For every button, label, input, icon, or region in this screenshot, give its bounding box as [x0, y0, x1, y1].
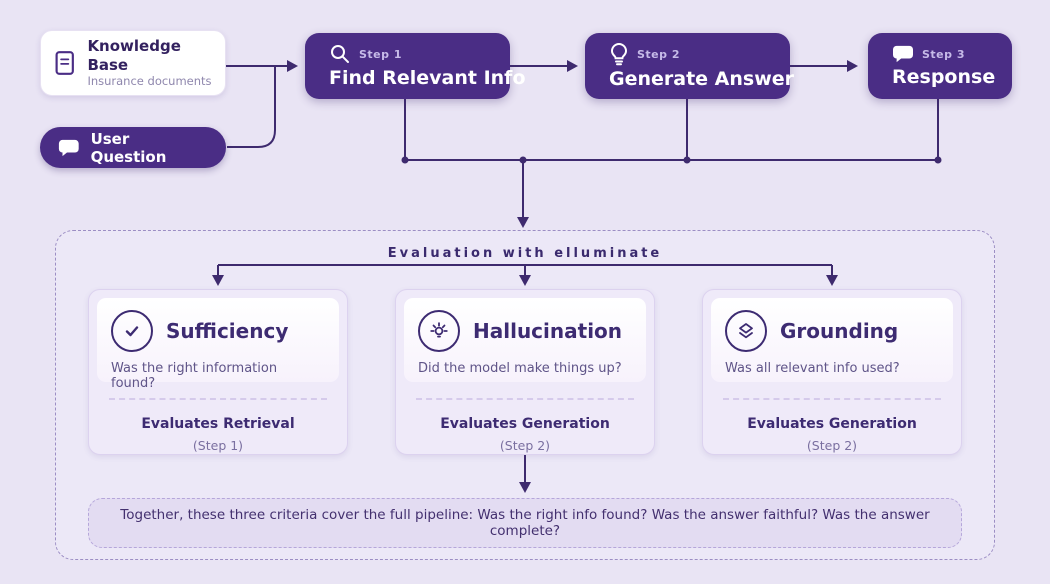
arrow-userquestion-merge — [227, 67, 276, 148]
knowledge-base-title: Knowledge Base — [87, 36, 181, 74]
step2-title: Generate Answer — [609, 68, 795, 90]
arrowhead-step3 — [847, 60, 858, 72]
dashed-divider — [109, 398, 327, 400]
grounding-title: Grounding — [780, 319, 899, 343]
knowledge-base-card: Knowledge Base Insurance documents — [40, 30, 226, 96]
hallucination-step-ref: (Step 2) — [499, 438, 551, 453]
dashed-divider — [723, 398, 941, 400]
magnifier-icon — [331, 45, 349, 63]
hallucination-card: Hallucination Did the model make things … — [395, 289, 655, 455]
knowledge-base-subtitle: Insurance documents — [87, 74, 212, 89]
step2-label: Step 2 — [637, 47, 680, 61]
sufficiency-question: Was the right information found? — [111, 361, 278, 391]
grounding-evaluates: Evaluates Generation — [747, 416, 917, 432]
hallucination-evaluates: Evaluates Generation — [440, 416, 610, 432]
grounding-question: Was all relevant info used? — [725, 361, 900, 376]
step3-box: Step 3 Response — [868, 33, 1012, 99]
summary-box: Together, these three criteria cover the… — [88, 498, 962, 548]
step1-label: Step 1 — [359, 47, 402, 61]
arrowhead-step2 — [567, 60, 578, 72]
step3-title: Response — [892, 66, 996, 88]
step1-box: Step 1 Find Relevant Info — [305, 33, 526, 99]
check-circle-icon — [111, 310, 153, 352]
speech-bubble-icon — [58, 139, 79, 156]
knowledge-base-text: Knowledge Base Insurance documents — [87, 37, 213, 89]
step1-title: Find Relevant Info — [329, 67, 526, 89]
junction-dot — [934, 156, 942, 164]
grounding-step-ref: (Step 2) — [806, 438, 858, 453]
idea-burst-circle-icon — [418, 310, 460, 352]
hallucination-title: Hallucination — [473, 319, 623, 343]
sufficiency-title: Sufficiency — [166, 319, 289, 343]
arrowhead-evaluation — [517, 217, 529, 228]
junction-dot — [683, 156, 691, 164]
arrowhead-step1 — [287, 60, 298, 72]
summary-text: Together, these three criteria cover the… — [120, 507, 930, 539]
sufficiency-evaluates: Evaluates Retrieval — [141, 416, 295, 432]
sufficiency-card: Sufficiency Was the right information fo… — [88, 289, 348, 455]
grounding-card: Grounding Was all relevant info used? Ev… — [702, 289, 962, 455]
hallucination-question: Did the model make things up? — [418, 361, 622, 376]
evaluation-title: Evaluation with elluminate — [387, 246, 663, 261]
step2-box: Step 2 Generate Answer — [585, 33, 795, 99]
lightbulb-icon — [610, 42, 628, 66]
junction-dot — [519, 156, 527, 164]
user-question-label: User Question — [90, 129, 167, 166]
document-icon — [55, 51, 74, 75]
junction-dot — [401, 156, 409, 164]
user-question-pill: User Question — [40, 127, 226, 168]
speech-bubble-icon — [893, 45, 913, 63]
dashed-divider — [416, 398, 634, 400]
layers-circle-icon — [725, 310, 767, 352]
sufficiency-step-ref: (Step 1) — [192, 438, 244, 453]
step3-label: Step 3 — [922, 47, 965, 61]
